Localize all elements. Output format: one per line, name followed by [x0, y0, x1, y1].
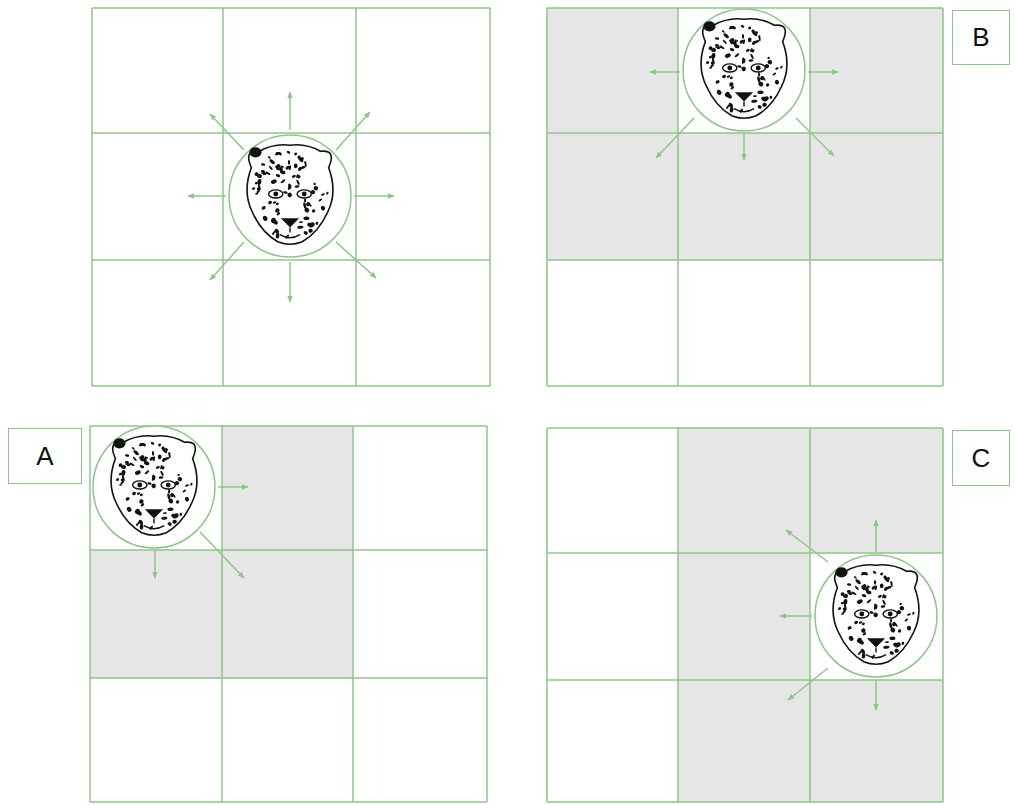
grid-line — [352, 426, 354, 802]
grid-line — [90, 677, 487, 679]
jaguar-icon — [683, 9, 805, 131]
visited-cell — [678, 428, 810, 553]
visited-cell — [547, 133, 678, 260]
visited-cell — [222, 426, 353, 550]
grid-line — [221, 426, 223, 802]
move-arrow — [650, 71, 680, 73]
grid-line — [89, 426, 91, 802]
jaguar-icon — [229, 135, 351, 257]
move-arrow — [289, 92, 291, 130]
move-arrow — [336, 112, 370, 150]
move-arrow — [188, 195, 226, 197]
move-arrow — [210, 242, 244, 280]
grid-line — [92, 7, 490, 9]
move-arrow — [808, 71, 838, 73]
move-arrow — [656, 118, 694, 158]
panel-label-box: B — [952, 10, 1010, 65]
grid-line — [547, 552, 943, 554]
move-arrow — [788, 668, 828, 700]
move-arrow — [875, 680, 877, 710]
grid-line — [547, 132, 943, 134]
panel-label-box: A — [8, 428, 82, 484]
grid-line — [546, 428, 548, 802]
grid-line — [222, 8, 224, 386]
grid-line — [809, 428, 811, 802]
panel-letter: C — [972, 444, 991, 473]
grid-line — [486, 426, 488, 802]
grid-line — [489, 8, 491, 386]
grid-line — [942, 428, 944, 802]
move-arrow — [218, 486, 248, 488]
grid-line — [547, 679, 943, 681]
visited-cell — [547, 8, 678, 133]
move-arrow — [289, 262, 291, 302]
panel-letter: B — [972, 23, 989, 52]
grid-line — [809, 8, 811, 386]
move-arrow — [154, 551, 156, 578]
visited-cell — [222, 550, 353, 678]
grid-line — [942, 8, 944, 386]
move-arrow — [796, 118, 834, 156]
grid-line — [547, 801, 943, 803]
visited-cell — [90, 550, 222, 678]
move-arrow — [210, 114, 244, 150]
grid-line — [91, 8, 93, 386]
panel-label-box: C — [952, 430, 1010, 486]
move-arrow — [354, 195, 394, 197]
visited-cell — [678, 133, 810, 260]
grid-line — [92, 385, 490, 387]
grid-line — [547, 385, 943, 387]
move-arrow — [875, 520, 877, 552]
visited-cell — [810, 428, 943, 553]
panel-letter: A — [36, 442, 53, 471]
grid-line — [355, 8, 357, 386]
grid-line — [547, 259, 943, 261]
grid-line — [677, 8, 679, 386]
grid-line — [546, 8, 548, 386]
grid-line — [677, 428, 679, 802]
visited-cell — [810, 8, 943, 133]
grid-line — [92, 132, 490, 134]
move-arrow — [743, 134, 745, 160]
jaguar-icon — [93, 426, 215, 548]
grid-line — [90, 549, 487, 551]
move-arrow — [336, 242, 376, 278]
visited-cell — [810, 680, 943, 802]
grid-line — [92, 259, 490, 261]
move-arrow — [780, 615, 812, 617]
grid-line — [547, 427, 943, 429]
jaguar-icon — [815, 555, 937, 677]
move-arrow — [786, 530, 828, 562]
grid-line — [90, 801, 487, 803]
move-arrow — [200, 532, 244, 578]
